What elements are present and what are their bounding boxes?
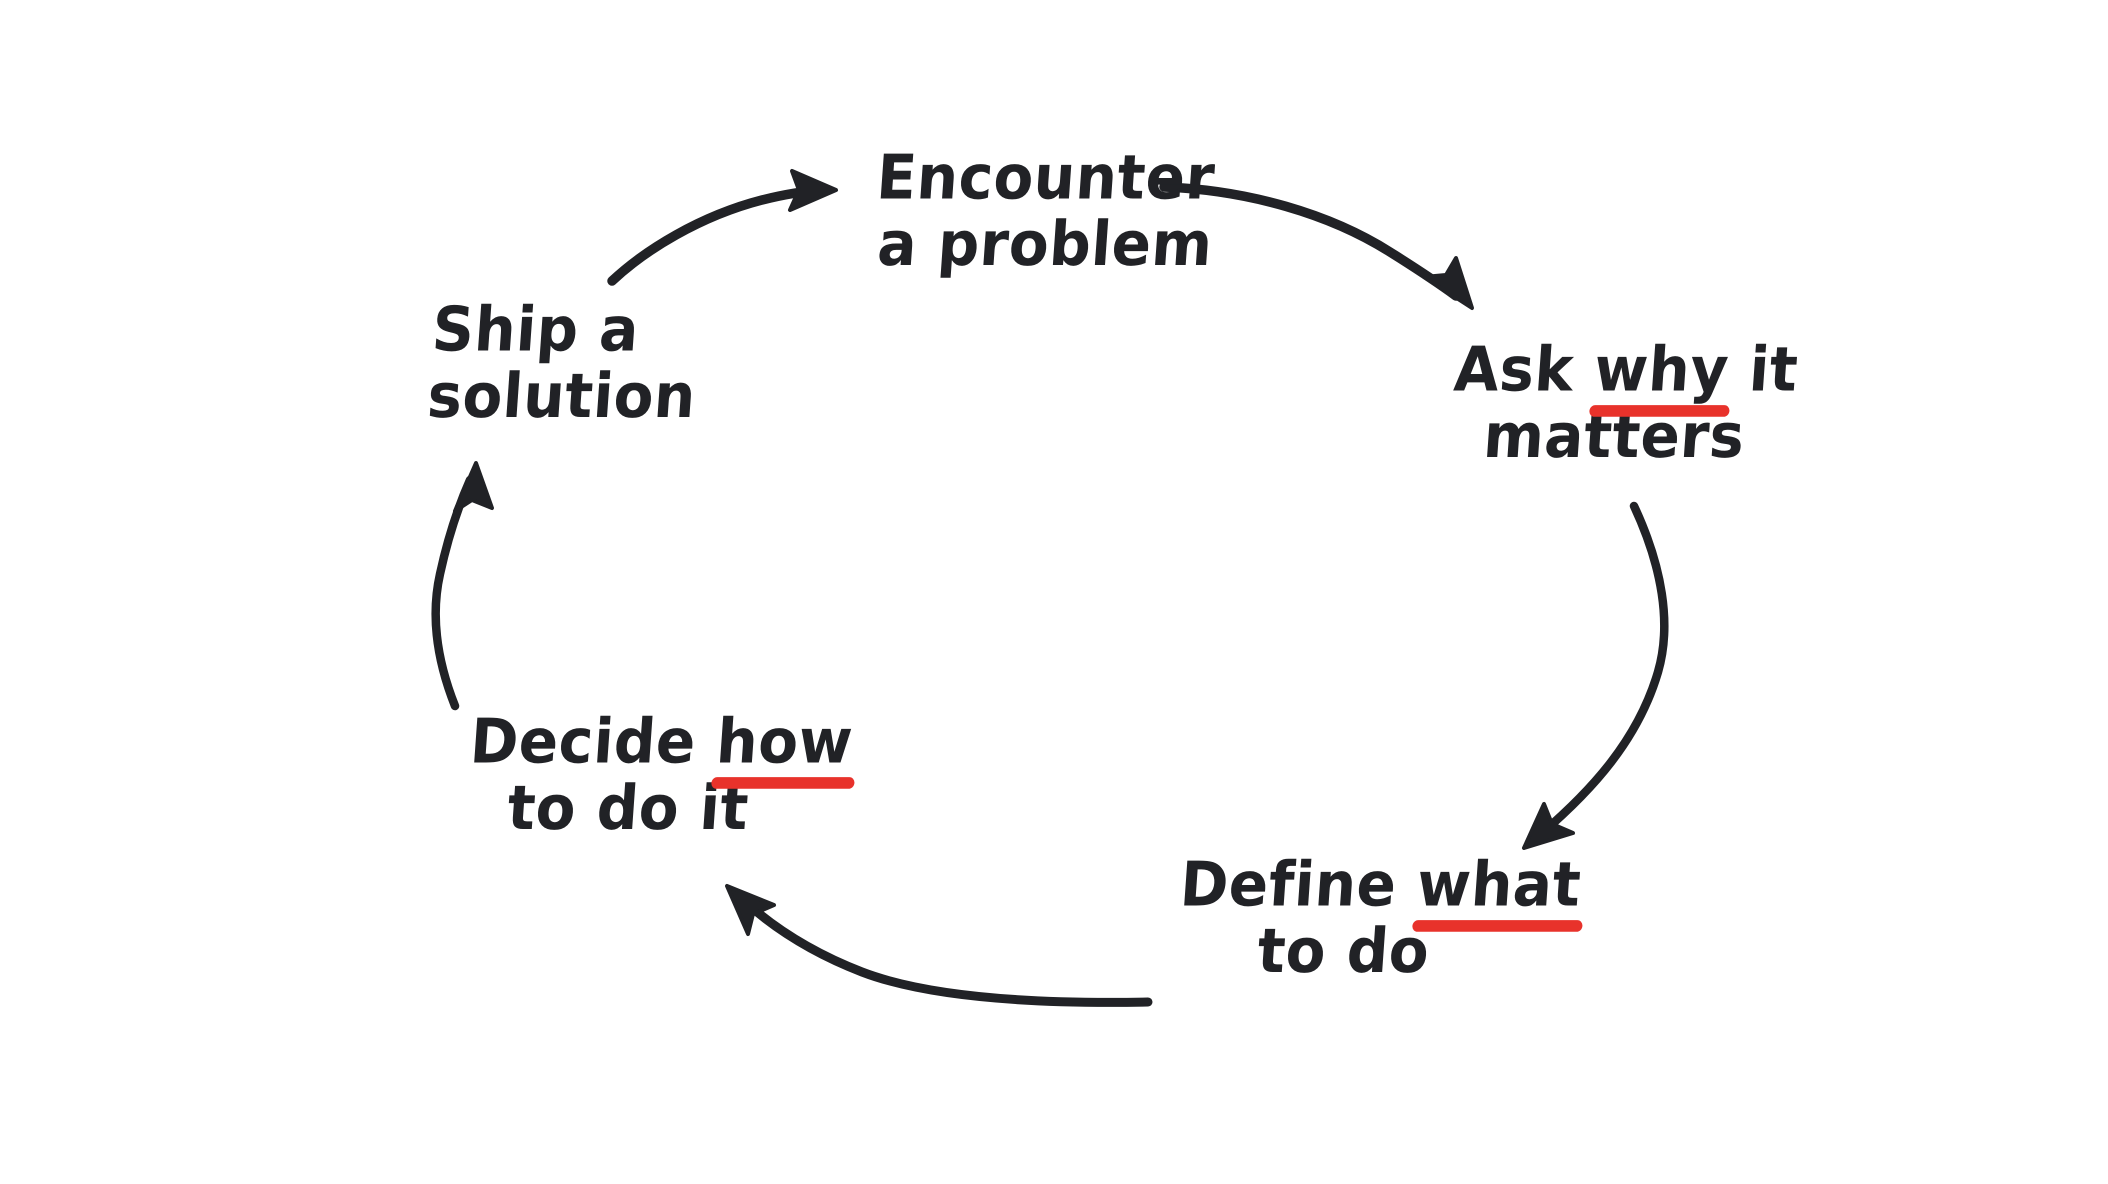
arrow-define-to-decide (725, 884, 1153, 1007)
node-define-emphasis-what: what (1414, 848, 1584, 921)
arrow-encounter-to-ask (1159, 182, 1474, 310)
node-define-what-to-do[interactable]: Define what to do (1173, 848, 1584, 986)
node-define-line-1: Define what (1177, 848, 1584, 921)
node-ask-line-1: Ask why it (1451, 333, 1801, 406)
node-ask-text-before: Ask (1451, 333, 1598, 406)
node-encounter-line-2: a problem (875, 207, 1216, 280)
node-encounter-line-1: Encounter (874, 141, 1218, 214)
node-encounter-a-problem[interactable]: Encounter a problem (867, 141, 1219, 280)
node-decide-how-to-do-it[interactable]: Decide how to do it (463, 705, 856, 843)
node-ask-text-after: it (1726, 333, 1801, 406)
node-ask-emphasis-why: why (1592, 333, 1732, 406)
node-decide-emphasis-how: how (714, 705, 856, 778)
node-ship-line-1: Ship a (429, 293, 642, 366)
node-decide-line-1: Decide how (467, 705, 856, 778)
node-decide-text-before: Decide (467, 705, 720, 778)
node-ship-a-solution[interactable]: Ship a solution (425, 293, 703, 432)
arrow-decide-to-ship (431, 461, 494, 711)
node-define-text-before: Define (1177, 848, 1420, 921)
node-ask-why-it-matters[interactable]: Ask why it matters (1447, 333, 1801, 471)
node-ship-line-2: solution (425, 359, 699, 432)
arrow-ship-to-encounter (607, 169, 838, 286)
arrow-ask-to-define (1522, 501, 1669, 850)
